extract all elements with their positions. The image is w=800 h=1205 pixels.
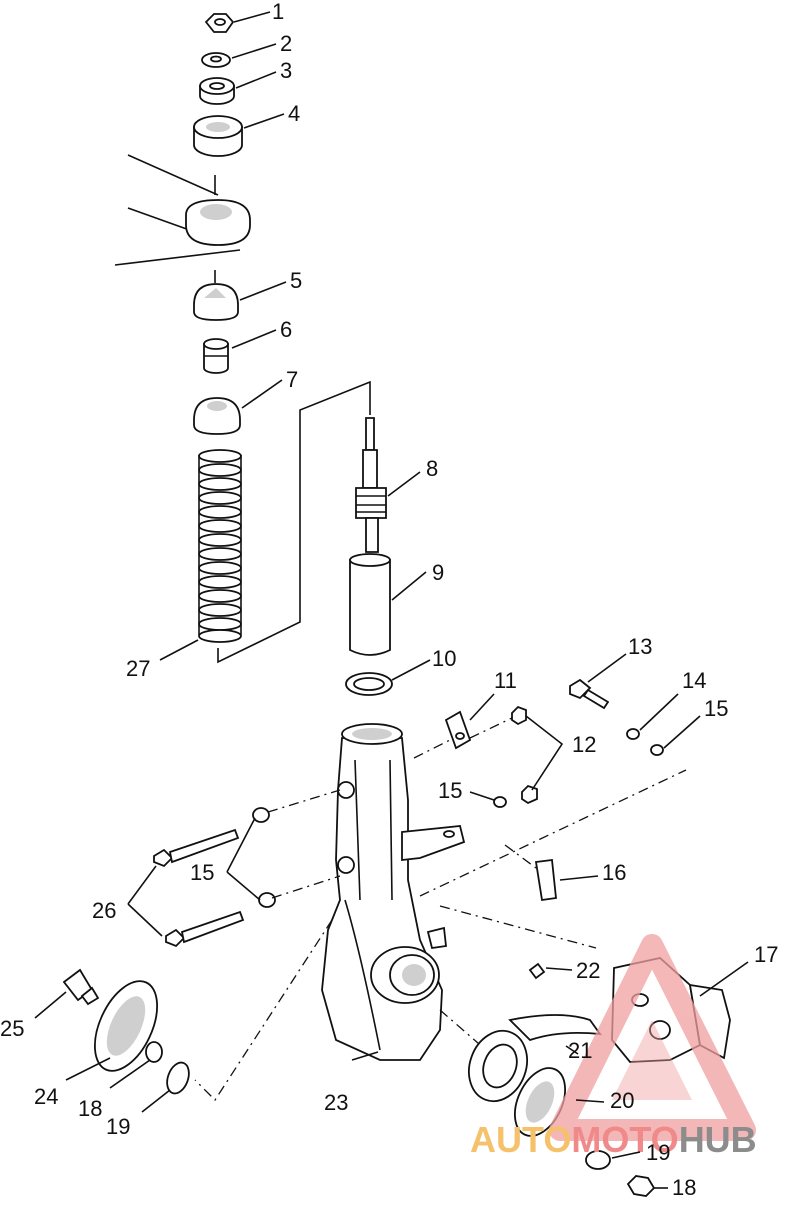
part-16-wedge [534,858,557,902]
callout-22: 22 [576,958,600,983]
part-23-strut-housing [321,723,466,1061]
part-7-spring-seat [193,397,241,435]
callout-23: 23 [324,1090,348,1115]
watermark-brand: AUTOMOTOHUB [470,1119,757,1160]
callout-7: 7 [286,367,298,392]
callout-17: 17 [754,942,778,967]
callout-5: 5 [290,268,302,293]
dash-line-b [271,875,341,899]
watermark-logo [549,934,756,1141]
part-18-nut-right [626,1175,656,1197]
callout-14: 14 [682,668,706,693]
callout-24: 24 [34,1084,58,1109]
dash-line-c [413,717,513,759]
part-4-mount [193,115,243,157]
part-27-coil-spring [198,449,242,643]
part-19-washer-left [166,1061,190,1095]
part-14-washer [626,728,640,740]
part-21-arm [508,1014,602,1042]
callout-19-left: 19 [106,1114,130,1139]
part-18-nut-left [145,1041,163,1063]
part-24-seal [94,980,158,1072]
callout-labels: 1 2 3 4 5 6 7 8 9 10 11 12 13 14 15 15 1… [0,0,778,1200]
dash-line-f [504,844,537,869]
part-15-washer-upper-left [252,807,270,823]
callout-15-left: 15 [190,860,214,885]
part-1-nut [204,13,235,33]
dash-line-d [419,769,687,897]
callout-11: 11 [494,668,517,693]
callout-20: 20 [610,1088,634,1113]
part-15-washer-right [650,744,664,756]
callout-21: 21 [568,1038,592,1063]
dash-line-a [267,789,341,813]
callout-25: 25 [0,1016,24,1041]
callout-3: 3 [280,58,292,83]
callout-15-right: 15 [704,696,728,721]
callout-6: 6 [280,317,292,342]
callout-1: 1 [272,0,284,24]
assembly-bracket-line [217,380,371,664]
callout-18-left: 18 [78,1096,102,1121]
part-26-bolts [153,828,245,948]
watermark-triangle-inner [612,1020,692,1100]
part-25-sensor [62,968,100,1006]
dash-line-g [194,919,333,1102]
callout-13: 13 [628,634,652,659]
part-13-bolt [569,678,610,710]
callout-15-mid: 15 [438,778,462,803]
callout-16: 16 [602,860,626,885]
part-8-9-strut [349,417,391,656]
part-22-bolt [528,962,546,980]
callout-12: 12 [572,732,596,757]
upper-mount-plate [114,154,251,266]
part-5-bushing [193,283,239,321]
watermark-triangle [549,934,756,1141]
watermark-hub: HUB [679,1119,757,1160]
callout-10: 10 [432,646,456,671]
callout-19-right: 19 [646,1140,670,1165]
part-12-nuts [511,705,538,805]
callout-27: 27 [126,656,150,681]
callout-18-right: 18 [672,1175,696,1200]
part-15-washer-mid [493,796,507,808]
part-6-spacer [203,338,229,374]
callout-26: 26 [92,898,116,923]
callout-9: 9 [432,560,444,585]
leader-lines [34,11,749,1189]
part-3-bushing [199,77,235,105]
part-19-washer-right [585,1150,611,1170]
part-21-ring [468,1029,528,1103]
dash-line-e [439,905,597,949]
part-11-tab [444,710,472,750]
watermark-auto: AUTO [470,1119,571,1160]
callout-2: 2 [280,31,292,56]
part-2-washer [201,52,231,68]
watermark-moto: MOTO [571,1119,678,1160]
part-15-washer-lower-left [258,892,276,908]
callout-8: 8 [426,456,438,481]
part-10-washer [345,672,393,696]
callout-4: 4 [288,101,300,126]
